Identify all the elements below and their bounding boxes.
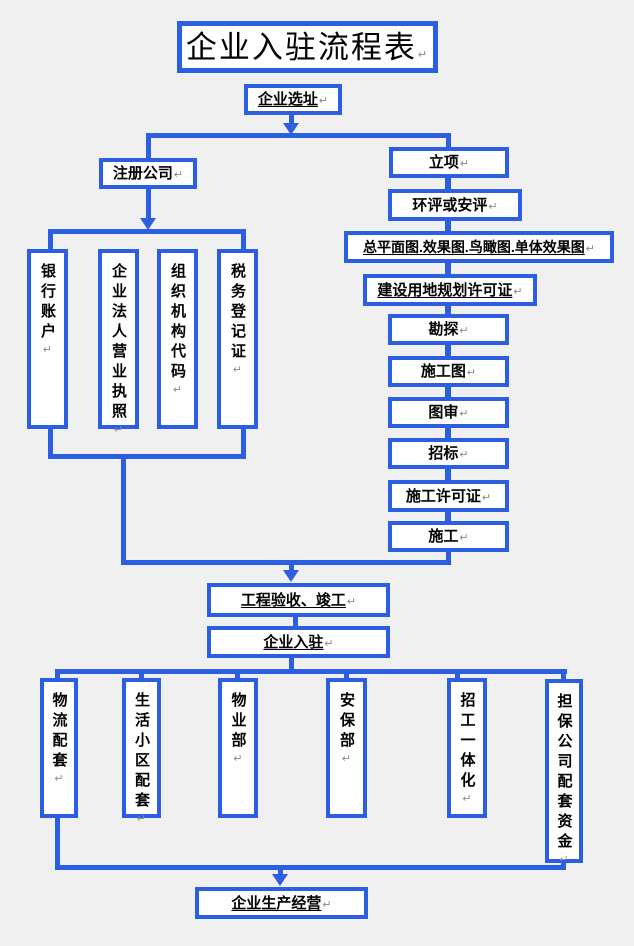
connector-line: [445, 467, 451, 482]
connector-line: [455, 672, 460, 680]
connector-line: [146, 187, 151, 220]
construction-label: 施工: [428, 529, 468, 544]
connector-line: [121, 457, 126, 563]
property-dept-label: 物业部: [230, 692, 247, 770]
tax-registration-label: 税务登记证: [229, 263, 246, 381]
construction-drawings-label: 施工图: [421, 364, 476, 379]
move-in-label: 企业入驻: [263, 635, 333, 650]
flow-box-logistics-support: 物流配套: [40, 678, 78, 818]
connector-line: [445, 304, 451, 316]
connector-line: [55, 669, 567, 674]
connector-line: [445, 261, 451, 276]
connector-line: [344, 672, 349, 680]
flow-box-residential-support: 生活小区配套: [122, 678, 161, 818]
flow-box-exploration: 勘探: [388, 314, 509, 345]
flow-box-drawing-review: 图审: [388, 397, 509, 428]
flow-box-business-license: 企业法人营业执照: [98, 249, 139, 429]
flow-box-tax-registration: 税务登记证: [217, 249, 258, 429]
plan-renderings-label: 总平面图.效果图.鸟瞰图.单体效果图: [363, 240, 595, 255]
flow-box-construction-drawings: 施工图: [388, 356, 509, 387]
connector-line: [445, 343, 451, 358]
connector-line: [445, 385, 451, 399]
connector-line: [121, 560, 451, 565]
flow-box-construction: 施工: [388, 521, 509, 552]
logistics-support-label: 物流配套: [51, 692, 68, 790]
flow-box-site-selection: 企业选址: [244, 84, 342, 115]
operation-label: 企业生产经营: [231, 896, 331, 911]
flow-box-recruitment-integration: 招工一体化: [447, 678, 487, 818]
connector-line: [445, 176, 451, 191]
connector-line: [445, 510, 451, 523]
connector-line: [289, 656, 294, 672]
drawing-review-label: 图审: [428, 405, 468, 420]
connector-line: [446, 136, 451, 149]
residential-support-label: 生活小区配套: [133, 692, 150, 830]
connector-line: [445, 426, 451, 440]
flow-box-move-in: 企业入驻: [207, 626, 390, 658]
arrowhead-down-icon: [283, 570, 299, 582]
org-code-label: 组织机构代码: [169, 263, 186, 401]
arrowhead-down-icon: [272, 874, 288, 886]
bank-account-label: 银行账户: [39, 263, 56, 361]
flow-box-operation: 企业生产经营: [195, 887, 368, 919]
flow-box-land-use-permit: 建设用地规划许可证: [363, 274, 537, 306]
flow-box-guarantee-funds: 担保公司配套资金: [545, 679, 583, 863]
flow-box-security-dept: 安保部: [326, 678, 367, 818]
bidding-label: 招标: [428, 446, 468, 461]
flow-box-acceptance: 工程验收、竣工: [207, 583, 390, 617]
connector-line: [446, 550, 451, 562]
business-license-label: 企业法人营业执照: [110, 263, 127, 441]
connector-line: [146, 133, 451, 138]
connector-line: [139, 672, 144, 680]
site-selection-label: 企业选址: [258, 92, 328, 107]
chart-title-box: 企业入驻流程表: [177, 21, 438, 73]
flow-box-register-company: 注册公司: [99, 158, 197, 189]
guarantee-funds-label: 担保公司配套资金: [556, 693, 573, 871]
connector-line: [55, 816, 60, 868]
flow-box-project-approval: 立项: [389, 147, 509, 178]
flow-box-bidding: 招标: [388, 438, 509, 469]
construction-permit-label: 施工许可证: [406, 489, 491, 504]
connector-line: [48, 454, 246, 459]
connector-line: [241, 232, 246, 250]
environmental-assessment-label: 环评或安评: [412, 198, 497, 213]
connector-line: [561, 861, 566, 868]
register-company-label: 注册公司: [113, 166, 183, 181]
connector-line: [561, 672, 566, 681]
acceptance-label: 工程验收、竣工: [241, 593, 356, 608]
recruitment-integration-label: 招工一体化: [459, 692, 476, 810]
land-use-permit-label: 建设用地规划许可证: [377, 283, 522, 298]
flow-box-plan-renderings: 总平面图.效果图.鸟瞰图.单体效果图: [344, 231, 614, 263]
flow-box-property-dept: 物业部: [218, 678, 258, 818]
arrowhead-down-icon: [140, 218, 156, 230]
connector-line: [293, 615, 298, 628]
flow-box-construction-permit: 施工许可证: [388, 480, 509, 512]
exploration-label: 勘探: [428, 322, 468, 337]
connector-line: [445, 219, 451, 233]
flow-box-bank-account: 银行账户: [27, 249, 68, 429]
security-dept-label: 安保部: [338, 692, 355, 770]
connector-line: [289, 113, 294, 125]
flow-box-environmental-assessment: 环评或安评: [388, 189, 522, 221]
connector-line: [146, 136, 151, 160]
connector-line: [241, 427, 246, 457]
connector-line: [235, 672, 240, 680]
connector-line: [48, 232, 53, 250]
project-approval-label: 立项: [429, 155, 469, 170]
connector-line: [48, 427, 53, 457]
flow-box-org-code: 组织机构代码: [157, 249, 198, 429]
connector-line: [55, 865, 566, 870]
arrowhead-down-icon: [283, 123, 299, 135]
connector-line: [48, 229, 246, 234]
chart-title: 企业入驻流程表: [186, 32, 429, 63]
connector-line: [278, 868, 283, 876]
connector-line: [55, 672, 60, 680]
connector-line: [289, 563, 294, 573]
